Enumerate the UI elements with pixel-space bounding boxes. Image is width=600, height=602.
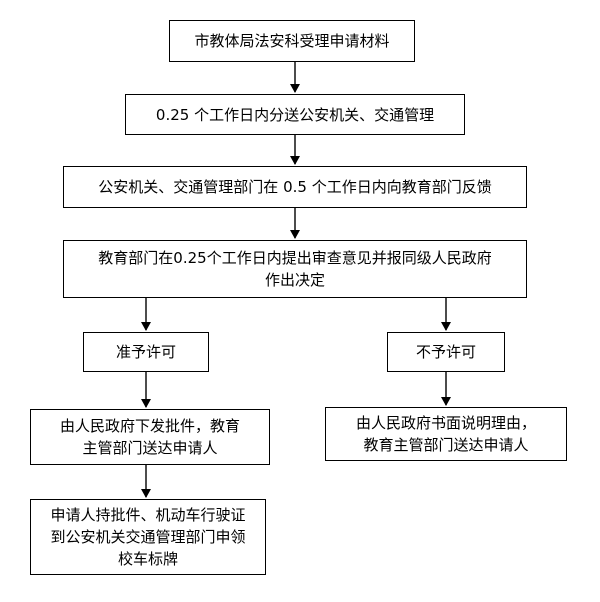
approve-text: 准予许可 [115, 343, 176, 361]
step2-text: 0.25 个工作日内分送公安机关、交通管理 [155, 105, 435, 124]
step3-text: 公安机关、交通管理部门在 0.5 个工作日内向教育部门反馈 [98, 178, 492, 196]
final-line2: 到公安机关交通管理部门申领 [50, 528, 246, 546]
reject-box: 不予许可 [387, 332, 505, 372]
step2-box: 0.25 个工作日内分送公安机关、交通管理 [125, 94, 465, 135]
step4-box: 教育部门在0.25个工作日内提出审查意见并报同级人民政府 作出决定 [63, 240, 527, 298]
step4-text-line2: 作出决定 [264, 271, 325, 289]
reject-text: 不予许可 [415, 343, 476, 361]
step1-text: 市教体局法安科受理申请材料 [194, 32, 390, 50]
step3-box: 公安机关、交通管理部门在 0.5 个工作日内向教育部门反馈 [63, 166, 527, 208]
approve-box: 准予许可 [83, 332, 209, 372]
approve-result-line1: 由人民政府下发批件，教育 [59, 417, 240, 435]
approve-result-box: 由人民政府下发批件，教育 主管部门送达申请人 [30, 409, 270, 465]
final-box: 申请人持批件、机动车行驶证 到公安机关交通管理部门申领 校车标牌 [30, 499, 266, 575]
reject-result-line1: 由人民政府书面说明理由， [355, 414, 536, 432]
approve-result-line2: 主管部门送达申请人 [82, 439, 218, 457]
final-line1: 申请人持批件、机动车行驶证 [50, 506, 246, 524]
reject-result-box: 由人民政府书面说明理由， 教育主管部门送达申请人 [325, 407, 567, 461]
reject-result-line2: 教育主管部门送达申请人 [363, 436, 529, 454]
final-line3: 校车标牌 [117, 550, 178, 568]
step1-box: 市教体局法安科受理申请材料 [169, 20, 415, 62]
step4-text-line1: 教育部门在0.25个工作日内提出审查意见并报同级人民政府 [98, 249, 492, 267]
